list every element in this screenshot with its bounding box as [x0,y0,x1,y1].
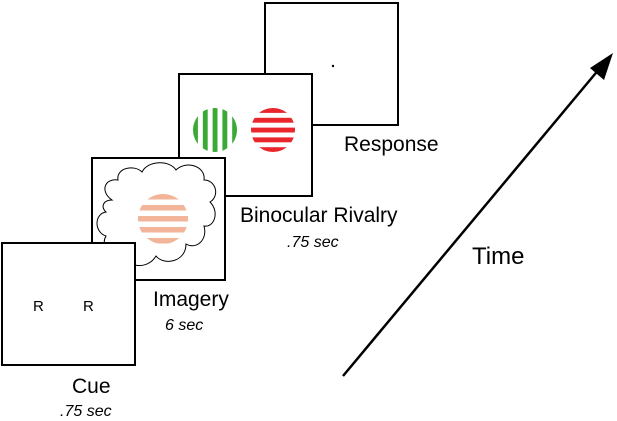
imagined-grating [138,194,188,244]
cue-panel: R R [1,242,136,366]
cue-label: Cue [72,375,111,398]
time-axis-label: Time [472,243,525,270]
imagery-label: Imagery [153,288,229,311]
green-grating [193,108,237,152]
red-grating [251,108,295,152]
rivalry-panel [178,73,313,197]
time-arrow-icon [342,53,613,377]
thought-cloud-icon [96,162,217,266]
cue-letter-left: R [33,298,44,315]
rivalry-label: Binocular Rivalry [240,204,398,227]
fixation-dot [331,64,335,68]
imagery-duration: 6 sec [165,317,204,334]
response-label: Response [344,133,439,156]
cue-duration: .75 sec [60,403,112,420]
rivalry-duration: .75 sec [287,234,339,251]
cue-letter-right: R [83,298,94,315]
